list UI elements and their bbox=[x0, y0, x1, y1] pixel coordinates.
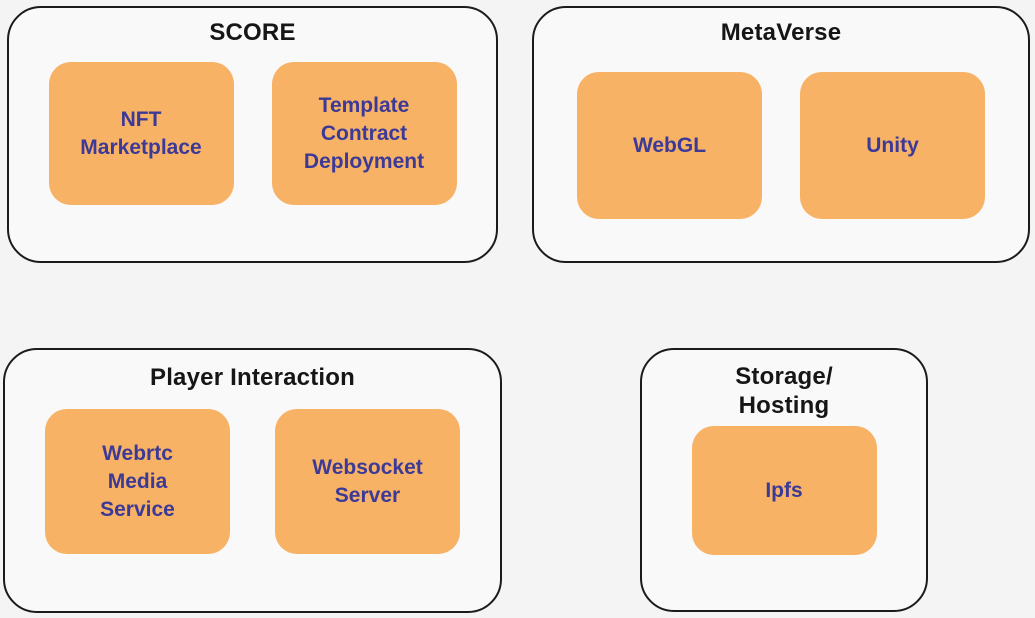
group-storage-hosting-nodes: Ipfs bbox=[642, 426, 926, 555]
group-score-nodes: NFT Marketplace Template Contract Deploy… bbox=[9, 62, 496, 205]
node-webrtc-media-service: Webrtc Media Service bbox=[45, 409, 230, 554]
node-unity: Unity bbox=[800, 72, 985, 219]
group-storage-hosting: Storage/ Hosting Ipfs bbox=[640, 348, 928, 612]
group-metaverse-nodes: WebGL Unity bbox=[534, 72, 1028, 219]
group-score: SCORE NFT Marketplace Template Contract … bbox=[7, 6, 498, 263]
group-metaverse: MetaVerse WebGL Unity bbox=[532, 6, 1030, 263]
group-storage-hosting-title: Storage/ Hosting bbox=[735, 363, 833, 419]
node-websocket-server: Websocket Server bbox=[275, 409, 460, 554]
group-score-title: SCORE bbox=[209, 19, 296, 46]
node-nft-marketplace: NFT Marketplace bbox=[48, 62, 234, 205]
node-webgl: WebGL bbox=[577, 72, 762, 219]
node-template-contract-deployment: Template Contract Deployment bbox=[271, 62, 457, 205]
group-player-interaction-title: Player Interaction bbox=[149, 364, 355, 391]
node-ipfs: Ipfs bbox=[691, 426, 877, 555]
group-metaverse-title: MetaVerse bbox=[720, 19, 842, 46]
group-player-interaction: Player Interaction Webrtc Media Service … bbox=[3, 348, 502, 613]
group-player-interaction-nodes: Webrtc Media Service Websocket Server bbox=[5, 409, 500, 554]
